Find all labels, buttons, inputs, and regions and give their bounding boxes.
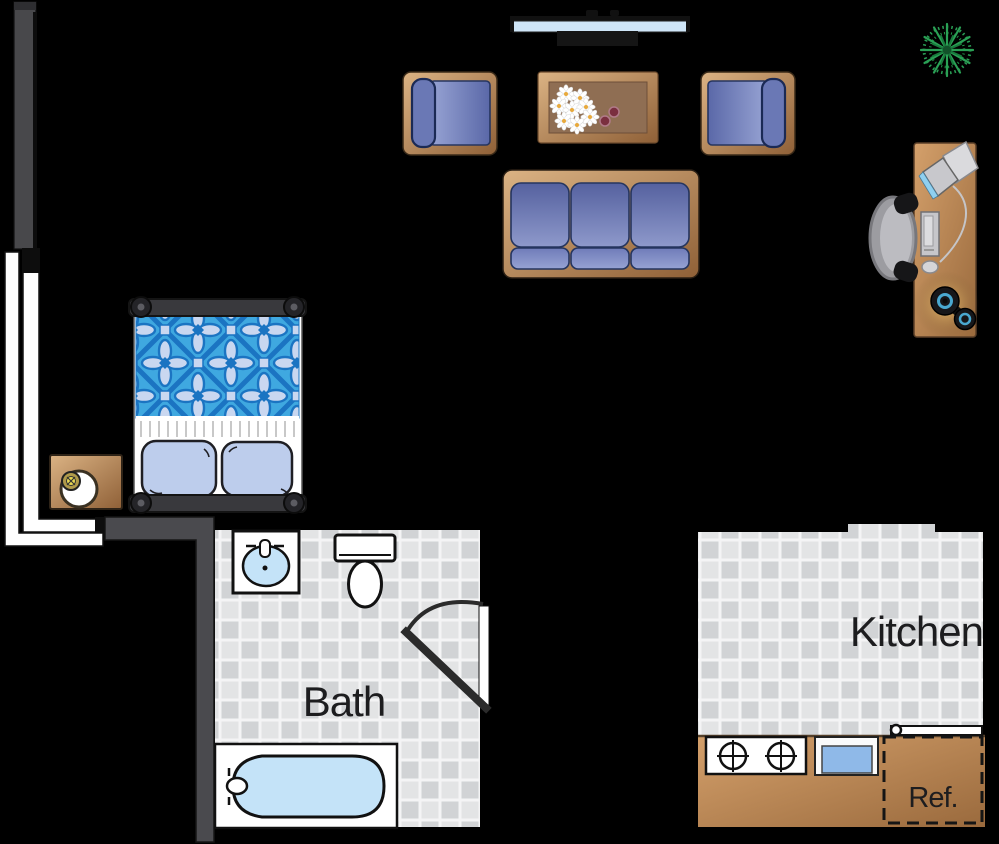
back-cushion bbox=[760, 77, 787, 149]
window-left bbox=[4, 248, 104, 547]
faucet bbox=[259, 539, 271, 558]
potted-plant bbox=[919, 22, 975, 78]
bed-frame bbox=[128, 296, 307, 514]
kitchen-floor-tiles bbox=[698, 524, 983, 737]
bed bbox=[128, 296, 307, 514]
bathtub bbox=[213, 742, 399, 830]
headphones bbox=[913, 271, 979, 337]
armchair-left bbox=[402, 71, 498, 156]
computer-tower bbox=[920, 211, 940, 257]
stove bbox=[704, 735, 808, 776]
tv-screen bbox=[512, 20, 688, 33]
kitchen-label: Kitchen bbox=[850, 608, 983, 655]
armchair-right bbox=[700, 71, 796, 156]
door-panel bbox=[400, 626, 492, 714]
tub-faucet bbox=[225, 776, 249, 796]
seat-cushion bbox=[429, 80, 491, 146]
bath-label: Bath bbox=[303, 678, 385, 725]
tv bbox=[510, 10, 690, 46]
computer-monitor bbox=[918, 140, 979, 200]
wall-top-left bbox=[13, 1, 37, 250]
desk-chair bbox=[868, 192, 919, 283]
kitchen-sink bbox=[814, 736, 879, 776]
seat-cushion bbox=[707, 80, 769, 146]
quilt bbox=[135, 310, 300, 419]
coffee-table bbox=[537, 71, 659, 144]
mouse-cable bbox=[939, 185, 967, 263]
back-cushion bbox=[410, 77, 437, 149]
bed-sheet bbox=[136, 416, 299, 444]
bathroom: Bath bbox=[213, 529, 492, 830]
computer-mouse bbox=[921, 260, 939, 274]
tv-stand bbox=[557, 31, 638, 46]
coaster bbox=[608, 106, 620, 118]
sheet-fringe bbox=[140, 421, 295, 437]
coaster bbox=[599, 115, 611, 127]
fridge-hinge bbox=[889, 723, 903, 737]
tub-basin bbox=[231, 754, 386, 819]
sofa bbox=[502, 169, 700, 279]
refrigerator: Ref. bbox=[882, 723, 984, 825]
door-swing bbox=[400, 599, 492, 714]
sofa-back-cushions bbox=[510, 182, 690, 248]
pillow-right bbox=[220, 440, 294, 498]
pillow-left bbox=[140, 439, 218, 499]
kitchen: Kitchen Ref. bbox=[698, 524, 985, 827]
monitor-screen-edge bbox=[918, 171, 939, 200]
sofa-seat-cushions bbox=[510, 247, 690, 270]
toilet bbox=[333, 533, 397, 609]
fridge-door bbox=[890, 725, 983, 736]
bathroom-sink bbox=[231, 529, 301, 595]
refrigerator-label: Ref. bbox=[908, 782, 957, 814]
wall-bath-corner bbox=[104, 516, 215, 843]
nightstand-lamp bbox=[49, 454, 123, 510]
